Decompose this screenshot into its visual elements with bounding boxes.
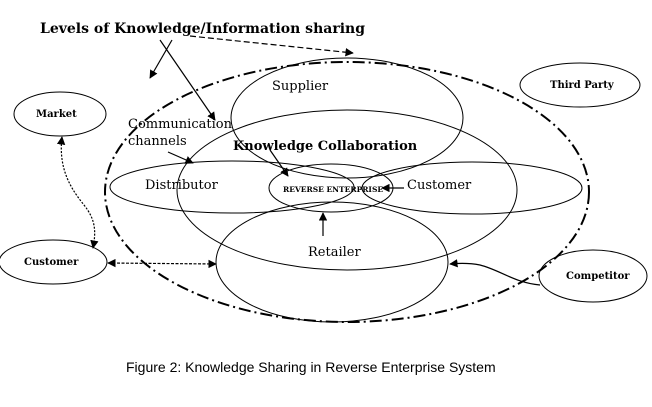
figure-caption: Figure 2: Knowledge Sharing in Reverse E… <box>126 359 496 375</box>
knowledge-collaboration-ellipse <box>176 109 518 271</box>
levels-arrow-right <box>189 35 354 57</box>
competitor-ellipse <box>538 249 648 303</box>
customer-outer-ellipse <box>0 239 108 285</box>
market-customer-arrow <box>56 136 99 249</box>
levels-title: Levels of Knowledge/Information sharing <box>40 21 365 37</box>
communication-label-2: channels <box>128 134 187 149</box>
customer-retailer-arrow <box>107 258 217 269</box>
customer-outer-label: Customer <box>24 257 79 268</box>
enterprise-boundary-ellipse <box>104 61 590 323</box>
levels-arrow-left <box>149 39 173 79</box>
retailer-ellipse <box>215 201 449 323</box>
market-ellipse <box>13 91 107 137</box>
supplier-ellipse <box>230 57 464 179</box>
retailer-label: Retailer <box>308 245 361 260</box>
distributor-label: Distributor <box>145 178 219 193</box>
competitor-label: Competitor <box>566 271 630 282</box>
customer-inner-ellipse <box>361 161 583 215</box>
supplier-label: Supplier <box>272 79 329 94</box>
knowledge-collaboration-label: Knowledge Collaboration <box>233 139 418 154</box>
market-label: Market <box>36 109 77 120</box>
third-party-label: Third Party <box>550 80 615 91</box>
levels-arrow-down <box>159 39 216 121</box>
third-party-ellipse <box>519 62 641 108</box>
communication-label-1: Communication <box>128 117 233 132</box>
communication-arrow <box>167 151 194 164</box>
collaboration-arrow <box>269 149 289 177</box>
competitor-arrow <box>449 259 541 286</box>
customer-inner-label: Customer <box>407 178 472 193</box>
distributor-ellipse <box>109 160 355 214</box>
reverse-enterprise-label: REVERSE ENTERPRISE <box>283 185 383 194</box>
